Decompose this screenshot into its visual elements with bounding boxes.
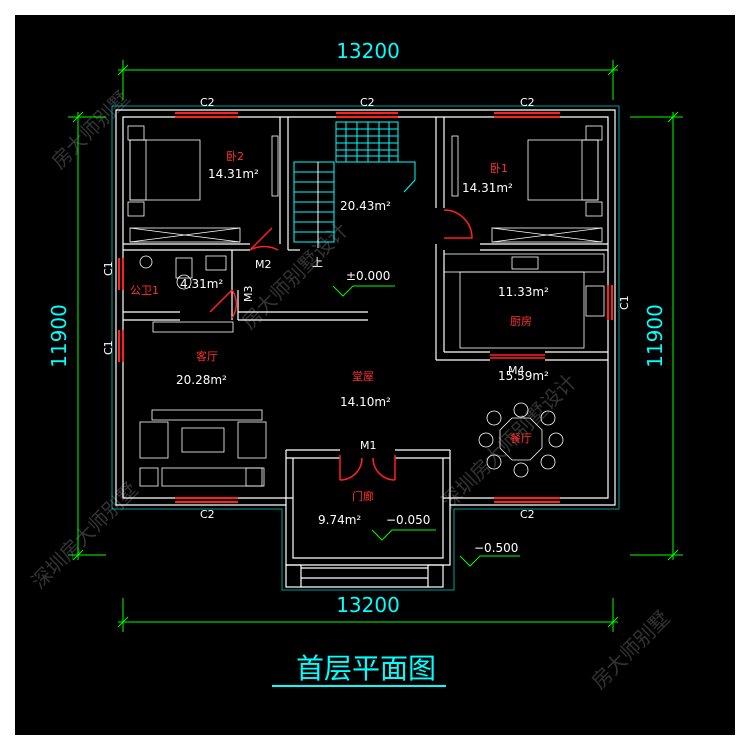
room-area: 14.10m² bbox=[340, 395, 391, 409]
window-tag: C1 bbox=[618, 295, 631, 310]
level-main: ±0.000 bbox=[346, 269, 390, 283]
walls bbox=[115, 109, 616, 588]
room-name: 卧1 bbox=[490, 162, 508, 175]
staircase bbox=[293, 121, 416, 248]
dimension-left: 11900 bbox=[47, 304, 71, 368]
room-name: 卧2 bbox=[226, 150, 244, 163]
window-tags: C2 C2 C2 C1 C1 C1 C2 C2 bbox=[102, 96, 631, 521]
drawing-title: 首层平面图 bbox=[296, 652, 436, 685]
door-tag: M3 bbox=[242, 286, 255, 303]
room-area: 11.33m² bbox=[498, 285, 549, 299]
window-tag: C1 bbox=[102, 340, 115, 355]
windows bbox=[118, 112, 613, 503]
door-tag: M1 bbox=[360, 439, 377, 452]
room-name: 堂屋 bbox=[352, 370, 374, 383]
room-name: 门廊 bbox=[352, 489, 374, 503]
dimension-right: 11900 bbox=[643, 304, 667, 368]
dimension-bottom: 13200 bbox=[336, 593, 400, 617]
room-area: 4.31m² bbox=[180, 277, 223, 291]
level-marks: ±0.000 −0.050 −0.500 bbox=[332, 269, 520, 567]
room-area: 14.31m² bbox=[208, 167, 259, 181]
door-tag: M2 bbox=[255, 258, 272, 271]
level-outside: −0.500 bbox=[474, 541, 518, 555]
room-area: 9.74m² bbox=[318, 513, 361, 527]
window-tag: C2 bbox=[360, 96, 375, 109]
room-area: 15.59m² bbox=[498, 369, 549, 383]
door-tag: M4 bbox=[508, 364, 525, 377]
room-name: 客厅 bbox=[196, 349, 218, 363]
level-entry: −0.050 bbox=[386, 513, 430, 527]
outline bbox=[111, 105, 620, 591]
room-area: 20.28m² bbox=[176, 373, 227, 387]
stair-up-label: 上 bbox=[312, 256, 323, 269]
room-labels: 卧2 14.31m² 20.43m² 卧1 14.31m² 公卫1 4.31m²… bbox=[130, 150, 549, 527]
dimension-lines bbox=[68, 60, 683, 632]
window-tag: C2 bbox=[200, 96, 215, 109]
room-area: 14.31m² bbox=[462, 181, 513, 195]
door-tags: M1 M2 M3 M4 bbox=[242, 258, 525, 452]
window-tag: C2 bbox=[520, 508, 535, 521]
room-name: 公卫1 bbox=[130, 284, 159, 297]
doors bbox=[209, 209, 545, 481]
room-name: 厨房 bbox=[510, 315, 532, 328]
window-tag: C2 bbox=[520, 96, 535, 109]
room-area: 20.43m² bbox=[340, 199, 391, 213]
window-tag: C2 bbox=[200, 508, 215, 521]
furniture bbox=[127, 125, 605, 487]
dimension-top: 13200 bbox=[336, 39, 400, 63]
room-name: 餐厅 bbox=[510, 431, 532, 445]
window-tag: C1 bbox=[102, 261, 115, 276]
